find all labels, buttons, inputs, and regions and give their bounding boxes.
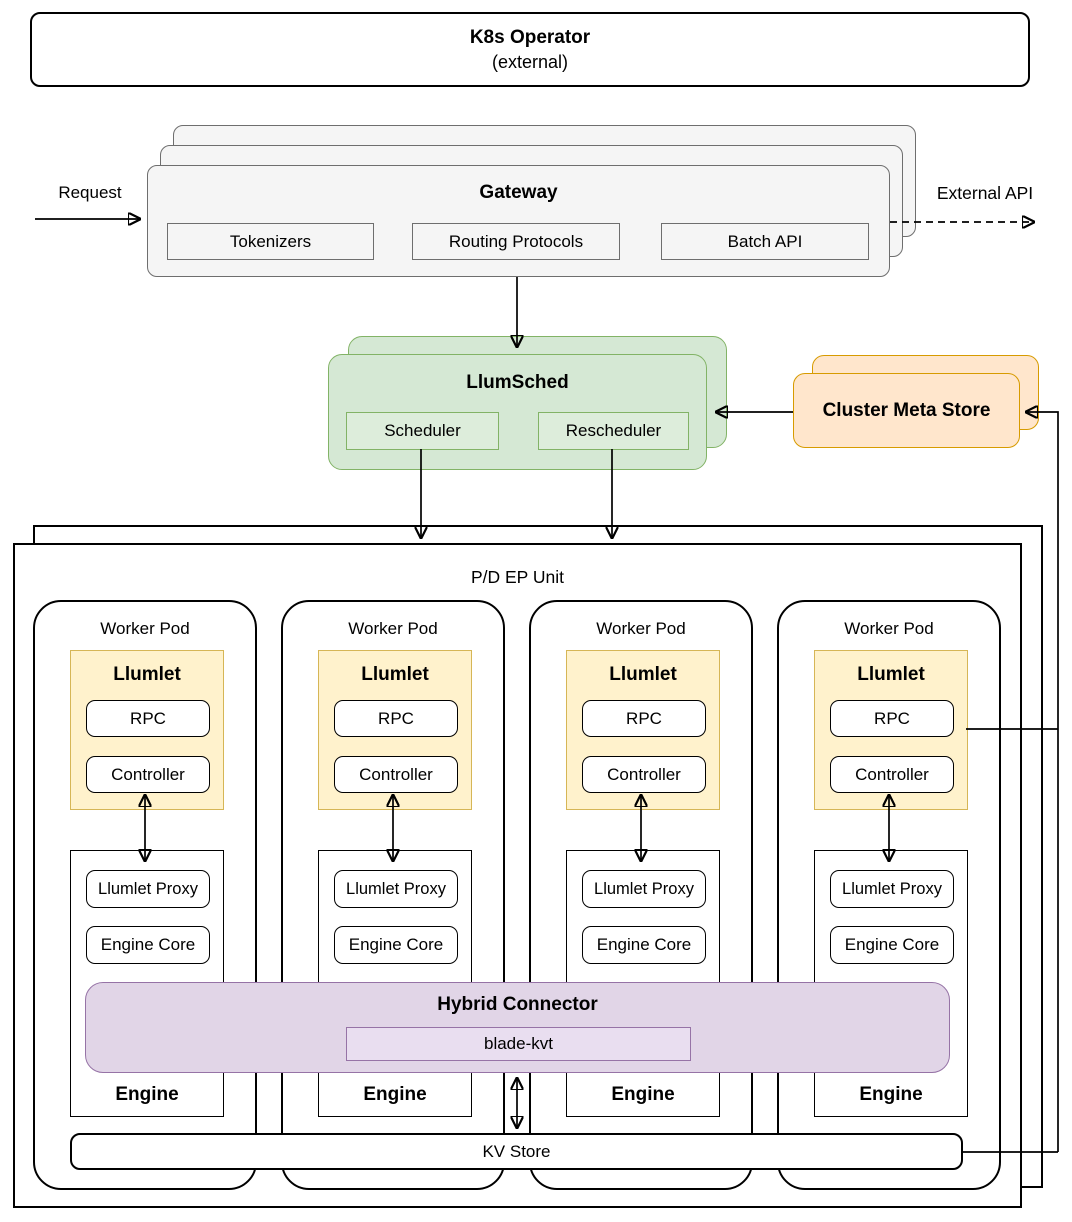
k8s-operator-subtitle: (external)	[491, 52, 569, 73]
k8s-operator-box: K8s Operator (external)	[30, 12, 1030, 87]
controller-box: Controller	[334, 756, 458, 793]
engine-core-box: Engine Core	[334, 926, 458, 964]
controller-box: Controller	[582, 756, 706, 793]
worker-pod: Worker Pod Llumlet RPC Controller Llumle…	[281, 600, 505, 1190]
worker-pod-title: Worker Pod	[100, 619, 190, 638]
llumlet-box: Llumlet RPC Controller	[318, 650, 472, 810]
rpc-box: RPC	[582, 700, 706, 737]
scheduler-box: Scheduler	[346, 412, 499, 450]
external-api-label: External API	[936, 182, 1034, 203]
worker-pod: Worker Pod Llumlet RPC Controller Llumle…	[529, 600, 753, 1190]
request-label: Request	[58, 183, 122, 202]
blade-kvt-box: blade-kvt	[346, 1027, 691, 1061]
worker-pod: Worker Pod Llumlet RPC Controller Llumle…	[33, 600, 257, 1190]
hybrid-connector-box: Hybrid Connector blade-kvt	[85, 982, 950, 1073]
engine-core-box: Engine Core	[830, 926, 954, 964]
llumlet-title: Llumlet	[361, 664, 429, 685]
gateway-routing-protocols-box: Routing Protocols	[412, 223, 620, 260]
llumsched-title: LlumSched	[466, 372, 569, 393]
gateway-box: Gateway Tokenizers Routing Protocols Bat…	[147, 165, 890, 277]
gateway-batch-api-box: Batch API	[661, 223, 869, 260]
engine-label: Engine	[115, 1084, 179, 1105]
engine-core-box: Engine Core	[86, 926, 210, 964]
llumlet-title: Llumlet	[857, 664, 925, 685]
llumlet-proxy-box: Llumlet Proxy	[582, 870, 706, 908]
engine-label: Engine	[859, 1084, 923, 1105]
kv-store-box: KV Store	[70, 1133, 963, 1170]
llumlet-title: Llumlet	[609, 664, 677, 685]
pd-ep-unit-title: P/D EP Unit	[470, 566, 565, 587]
llumlet-proxy-box: Llumlet Proxy	[86, 870, 210, 908]
rpc-box: RPC	[334, 700, 458, 737]
llumlet-proxy-box: Llumlet Proxy	[830, 870, 954, 908]
llumlet-box: Llumlet RPC Controller	[566, 650, 720, 810]
llumlet-box: Llumlet RPC Controller	[814, 650, 968, 810]
engine-label: Engine	[611, 1084, 675, 1105]
gateway-title: Gateway	[479, 182, 558, 203]
llumsched-box: LlumSched Scheduler Rescheduler	[328, 354, 707, 470]
llumlet-box: Llumlet RPC Controller	[70, 650, 224, 810]
worker-pod-title: Worker Pod	[596, 619, 686, 638]
hybrid-connector-title: Hybrid Connector	[437, 994, 598, 1015]
gateway-tokenizers-box: Tokenizers	[167, 223, 374, 260]
rpc-box: RPC	[86, 700, 210, 737]
rescheduler-box: Rescheduler	[538, 412, 689, 450]
controller-box: Controller	[830, 756, 954, 793]
cluster-meta-store-box: Cluster Meta Store	[793, 373, 1020, 448]
worker-pod-title: Worker Pod	[348, 619, 438, 638]
worker-pod-title: Worker Pod	[844, 619, 934, 638]
worker-pod: Worker Pod Llumlet RPC Controller Llumle…	[777, 600, 1001, 1190]
controller-box: Controller	[86, 756, 210, 793]
rpc-box: RPC	[830, 700, 954, 737]
engine-label: Engine	[363, 1084, 427, 1105]
worker-pods: Worker Pod Llumlet RPC Controller Llumle…	[33, 600, 1001, 1190]
llumlet-proxy-box: Llumlet Proxy	[334, 870, 458, 908]
llumlet-title: Llumlet	[113, 664, 181, 685]
k8s-operator-title: K8s Operator	[469, 26, 591, 48]
engine-core-box: Engine Core	[582, 926, 706, 964]
